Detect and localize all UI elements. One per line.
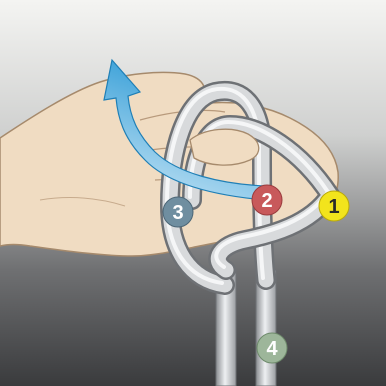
marker-2-label: 2 — [261, 190, 272, 212]
marker-3-label: 3 — [172, 202, 183, 224]
marker-2: 2 — [252, 185, 282, 215]
marker-3: 3 — [163, 197, 193, 227]
marker-4-label: 4 — [266, 338, 278, 360]
thumb — [190, 129, 259, 165]
marker-1: 1 — [319, 191, 349, 221]
marker-1-label: 1 — [328, 196, 339, 218]
marker-4: 4 — [257, 333, 287, 363]
